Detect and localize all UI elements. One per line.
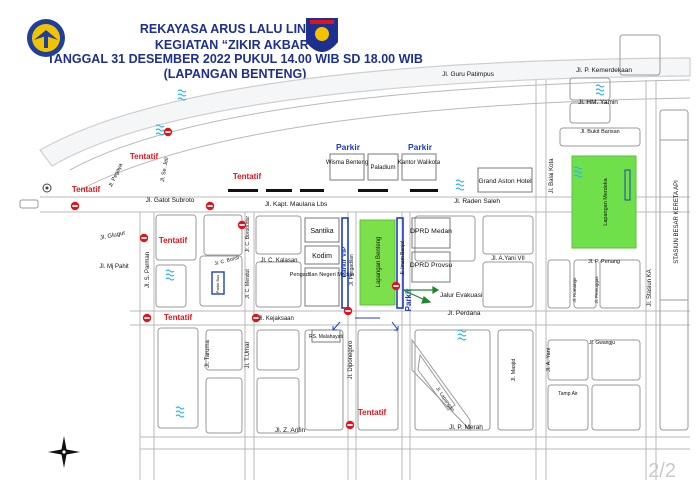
stasiun-block — [659, 139, 689, 301]
parkir-label-1: Parkir — [336, 142, 361, 152]
parkir-bus-area — [211, 271, 225, 295]
kantor-walikota-label: Kantor Walikota — [398, 160, 441, 166]
street-p-merah: Jl. P. Merah — [449, 424, 483, 431]
street-a-yani-vii: Jl. A.Yani VII — [491, 256, 525, 262]
street-z-arifin: Jl. Z. Arifin — [275, 427, 306, 434]
street-perdana: Jl. Perdana — [448, 310, 481, 317]
street-guru-patimpus: Jl. Guru Patimpus — [442, 71, 494, 78]
parkir-label-3: Parkir — [404, 289, 413, 312]
santika-label: Santika — [310, 228, 333, 235]
wisma-benteng-label: Wisma Benteng — [326, 160, 368, 166]
street-gatot-subroto: Jl. Gatot Subroto — [146, 197, 195, 204]
street-kejaksaan: Jl. Kejaksaan — [258, 316, 294, 322]
lapangan-benteng — [359, 219, 396, 306]
benteng-parking-right — [396, 217, 404, 309]
street-p-penang: Jl. P. Penang — [588, 259, 620, 265]
dprd-medan-label: DPRD Medan — [410, 228, 452, 235]
grand-aston-label: Grand Aston Hotel — [478, 178, 532, 185]
street-se-jeli: Jl. Se. Jeli — [160, 157, 170, 183]
street-raden-saleh: Jl. Raden Saleh — [454, 198, 500, 205]
street-glugur: Jl. Glugur — [100, 230, 126, 241]
compass-rose-icon — [48, 436, 80, 468]
title-line-3: TANGGAL 31 DESEMBER 2022 PUKUL 14.00 WIB… — [47, 52, 423, 66]
river-band — [39, 57, 691, 167]
kodim-label: Kodim — [312, 253, 332, 260]
tentatif-label-4: Tentatif — [159, 236, 188, 245]
tentatif-label-3: Tentatif — [72, 185, 101, 194]
lapangan-benteng-label: Lapangan Benteng — [376, 237, 382, 288]
parkir-bus-label: Parkir Bus — [215, 275, 220, 293]
street-hm-yamin: Jl. HM. Yamin — [578, 99, 618, 106]
street-a-yani: Jl. A. Yani — [546, 348, 552, 372]
street-gwangju: Jl. Gwangju — [589, 340, 615, 346]
tamp-air-label: Tamp Air — [558, 391, 578, 397]
city-blocks — [19, 34, 689, 434]
street-kapt-maulana-lbs: Jl. Kapt. Maulana Lbs — [265, 201, 328, 208]
police-crest-logo — [306, 18, 338, 52]
title-line-4: (LAPANGAN BENTENG) — [163, 67, 307, 81]
street-t-umar: Jl. T.Umar — [245, 342, 251, 369]
street-diponegoro: Jl. Diponegoro — [348, 340, 354, 379]
tentatif-label-1: Tentatif — [130, 152, 159, 161]
street-mj-pahit: Jl. Mj Pahit — [99, 264, 129, 270]
street-labels: Jl. Guru Patimpus Jl. P. Kemerdekaan Jl.… — [99, 67, 653, 434]
dprd-provsu-label: DPRD Provsu — [410, 262, 453, 269]
street-c-kalasan: Jl. C. Kalasan — [260, 258, 297, 264]
street-stasiun-ka: Jl. Stasiun KA — [647, 269, 653, 306]
title-line-1: REKAYASA ARUS LALU LINTAS — [139, 22, 331, 36]
road-network — [40, 80, 690, 480]
street-pengadilan: Jl. Pengadilan — [349, 254, 355, 286]
lapangan-merdeka-label: Lapangan Merdeka — [603, 177, 609, 225]
tentatif-label-2: Tentatif — [233, 172, 262, 181]
street-c-bonsi: Jl. C. Bonsi — [214, 255, 240, 267]
parkir-vip-label: Parkir VIP — [341, 246, 348, 277]
street-pemuggas: Jl. Pemuggas — [594, 276, 599, 304]
street-pegaya: Jl. Pegaya — [108, 162, 125, 189]
jalur-evakuasi-arrows — [402, 285, 440, 304]
paladium-label: Paladium — [370, 165, 395, 171]
merdeka-parking-strip — [624, 169, 631, 201]
street-kumango: Jl. Kumango — [572, 277, 577, 303]
stasiun-label: STASIUN BESAR KERETA API — [674, 180, 680, 264]
jalur-evakuasi-label: Jalur Evakuasi — [440, 292, 482, 299]
flow-arrows — [332, 317, 399, 331]
road-barriers — [228, 189, 438, 192]
street-taruma: Jl. Taruma — [205, 340, 211, 368]
tentatif-label-5: Tentatif — [164, 313, 193, 322]
street-p-kemerdekaan: Jl. P. Kemerdekaan — [576, 67, 632, 74]
parkir-label-2: Parkir — [408, 142, 433, 152]
street-balai-kota: Jl. Balai Kota — [549, 158, 555, 194]
pengadilan-negeri-label: Pengadilan Negeri Medan — [290, 272, 355, 278]
street-c-mendut: Jl. C. Mendut — [245, 269, 251, 299]
tentatif-label-6: Tentatif — [358, 408, 387, 417]
street-imam-bonjol: Jl. Imam Bonjol — [400, 241, 406, 275]
street-masjid: Jl. Masjid — [511, 359, 517, 382]
rs-malahayati-label: RS. Malahayati — [309, 334, 343, 340]
roundabout-marker — [42, 183, 52, 193]
street-s-parman: Jl. S. Parman — [145, 252, 151, 288]
benteng-parking-left — [341, 217, 349, 309]
ministry-emblem-logo — [27, 19, 65, 57]
upper-buildings — [304, 153, 533, 343]
page-number: 2/2 — [648, 460, 676, 482]
title-line-2: KEGIATAN “ZIKIR AKBAR” — [154, 38, 316, 52]
street-bukit-barisan: Jl. Bukit Barisan — [580, 129, 619, 135]
street-c-borobudur: Jl. C. Borobudur — [245, 216, 251, 252]
